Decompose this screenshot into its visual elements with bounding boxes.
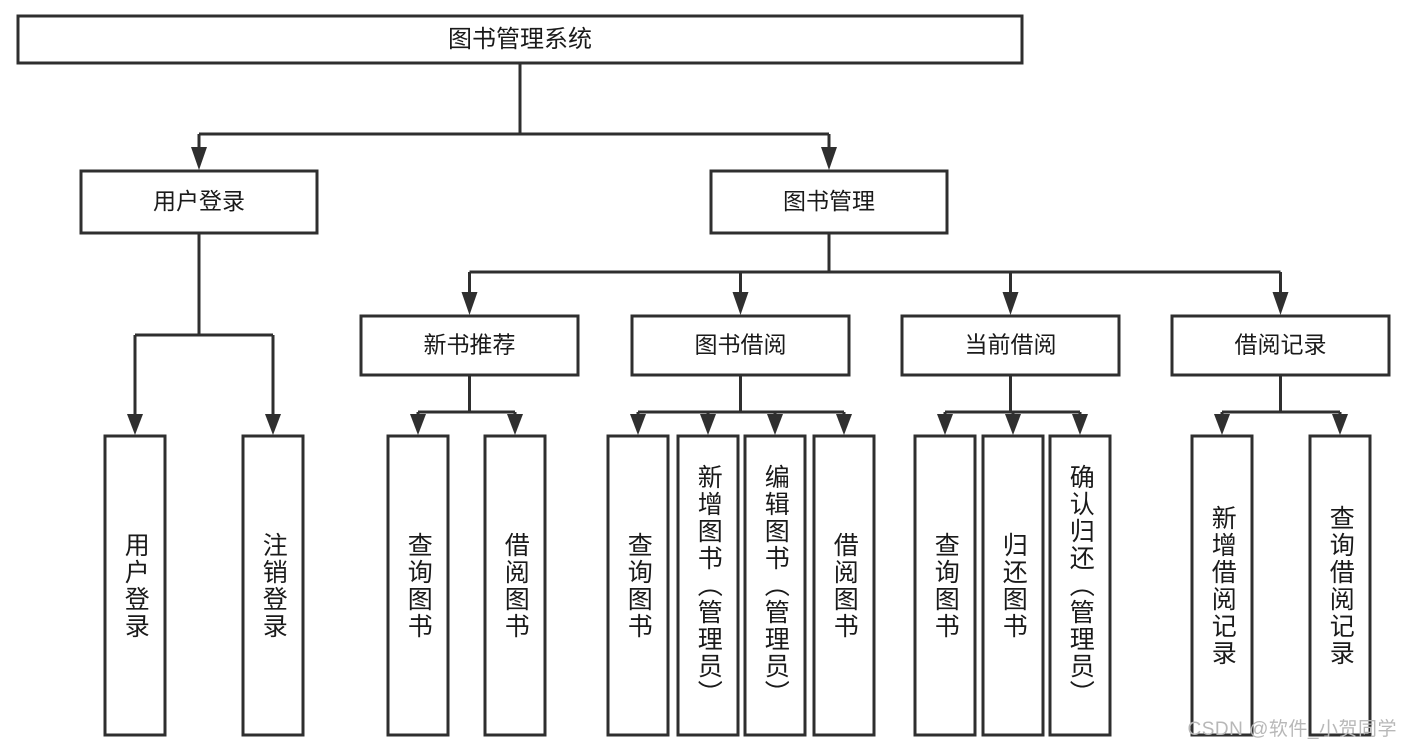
leaf-leaf-edit-book[interactable] xyxy=(743,434,807,737)
node-user-login-label: 用户登录 xyxy=(153,188,245,214)
node-current-borrow[interactable]: 当前借阅 xyxy=(900,314,1121,377)
arrow-leaf-query-book-rec xyxy=(410,414,426,435)
node-root[interactable]: 图书管理系统 xyxy=(16,14,1024,65)
node-root-label: 图书管理系统 xyxy=(448,26,592,53)
node-book-manage-rect[interactable] xyxy=(709,169,949,235)
leaf-leaf-query-book-borrow-rect[interactable] xyxy=(606,434,670,737)
leaf-leaf-query-book-borrow[interactable] xyxy=(606,434,670,737)
node-book-borrow[interactable]: 图书借阅 xyxy=(630,314,851,377)
leaf-leaf-query-book-rec-rect[interactable] xyxy=(386,434,450,737)
node-borrow-record[interactable]: 借阅记录 xyxy=(1170,314,1391,377)
leaf-leaf-borrow-book[interactable] xyxy=(812,434,876,737)
leaf-leaf-user-login-rect[interactable] xyxy=(103,434,167,737)
leaf-leaf-query-book-current-rect[interactable] xyxy=(913,434,977,737)
leaf-leaf-confirm-return-rect[interactable] xyxy=(1048,434,1112,737)
arrow-leaf-add-record xyxy=(1214,414,1230,435)
node-borrow-record-label: 借阅记录 xyxy=(1235,332,1327,358)
arrow-leaf-add-book xyxy=(700,414,716,435)
arrow-leaf-confirm-return xyxy=(1072,414,1088,435)
arrow-leaf-borrow-book-rec xyxy=(507,414,523,435)
node-current-borrow-label: 当前借阅 xyxy=(965,332,1057,358)
connector-layer xyxy=(127,63,1348,435)
leaf-leaf-query-record[interactable] xyxy=(1308,434,1372,737)
node-new-book-recommend-label: 新书推荐 xyxy=(424,332,516,358)
node-user-login-rect[interactable] xyxy=(79,169,319,235)
leaf-leaf-query-book-current[interactable] xyxy=(913,434,977,737)
node-user-login[interactable]: 用户登录 xyxy=(79,169,319,235)
node-book-borrow-rect[interactable] xyxy=(630,314,851,377)
arrow-leaf-edit-book xyxy=(767,414,783,435)
leaf-leaf-add-record-rect[interactable] xyxy=(1190,434,1254,737)
leaf-leaf-logout-rect[interactable] xyxy=(241,434,305,737)
leaf-leaf-borrow-book-rec-rect[interactable] xyxy=(483,434,547,737)
arrow-book-borrow xyxy=(732,292,749,315)
leaf-leaf-add-book[interactable] xyxy=(676,434,740,737)
arrow-leaf-logout xyxy=(265,414,281,435)
arrow-user-login xyxy=(191,147,207,170)
arrow-book-manage xyxy=(821,147,837,170)
leaf-leaf-confirm-return[interactable] xyxy=(1048,434,1112,737)
leaf-leaf-user-login[interactable] xyxy=(103,434,167,737)
leaf-leaf-logout[interactable] xyxy=(241,434,305,737)
leaf-leaf-add-book-rect[interactable] xyxy=(676,434,740,737)
arrow-borrow-record xyxy=(1272,292,1289,315)
leaf-leaf-return-book-rect[interactable] xyxy=(981,434,1045,737)
node-root-rect[interactable] xyxy=(16,14,1024,65)
leaf-leaf-edit-book-rect[interactable] xyxy=(743,434,807,737)
node-book-manage-label: 图书管理 xyxy=(783,188,875,214)
leaf-leaf-query-book-rec[interactable] xyxy=(386,434,450,737)
arrow-leaf-borrow-book xyxy=(836,414,852,435)
node-book-manage[interactable]: 图书管理 xyxy=(709,169,949,235)
arrow-leaf-return-book xyxy=(1005,414,1021,435)
leaf-leaf-borrow-book-rect[interactable] xyxy=(812,434,876,737)
node-book-borrow-label: 图书借阅 xyxy=(695,332,787,358)
watermark-text: CSDN @软件_小贺同学 xyxy=(1187,719,1397,740)
arrow-current-borrow xyxy=(1002,292,1019,315)
node-borrow-record-rect[interactable] xyxy=(1170,314,1391,377)
node-new-book-recommend[interactable]: 新书推荐 xyxy=(359,314,580,377)
leaf-leaf-return-book[interactable] xyxy=(981,434,1045,737)
node-new-book-recommend-rect[interactable] xyxy=(359,314,580,377)
arrow-leaf-user-login xyxy=(127,414,143,435)
arrow-leaf-query-book-borrow xyxy=(630,414,646,435)
leaf-leaf-add-record[interactable] xyxy=(1190,434,1254,737)
arrow-new-book-recommend xyxy=(461,292,478,315)
node-current-borrow-rect[interactable] xyxy=(900,314,1121,377)
leaf-leaf-borrow-book-rec[interactable] xyxy=(483,434,547,737)
leaf-leaf-query-record-rect[interactable] xyxy=(1308,434,1372,737)
arrow-leaf-query-book-current xyxy=(937,414,953,435)
arrow-leaf-query-record xyxy=(1332,414,1348,435)
